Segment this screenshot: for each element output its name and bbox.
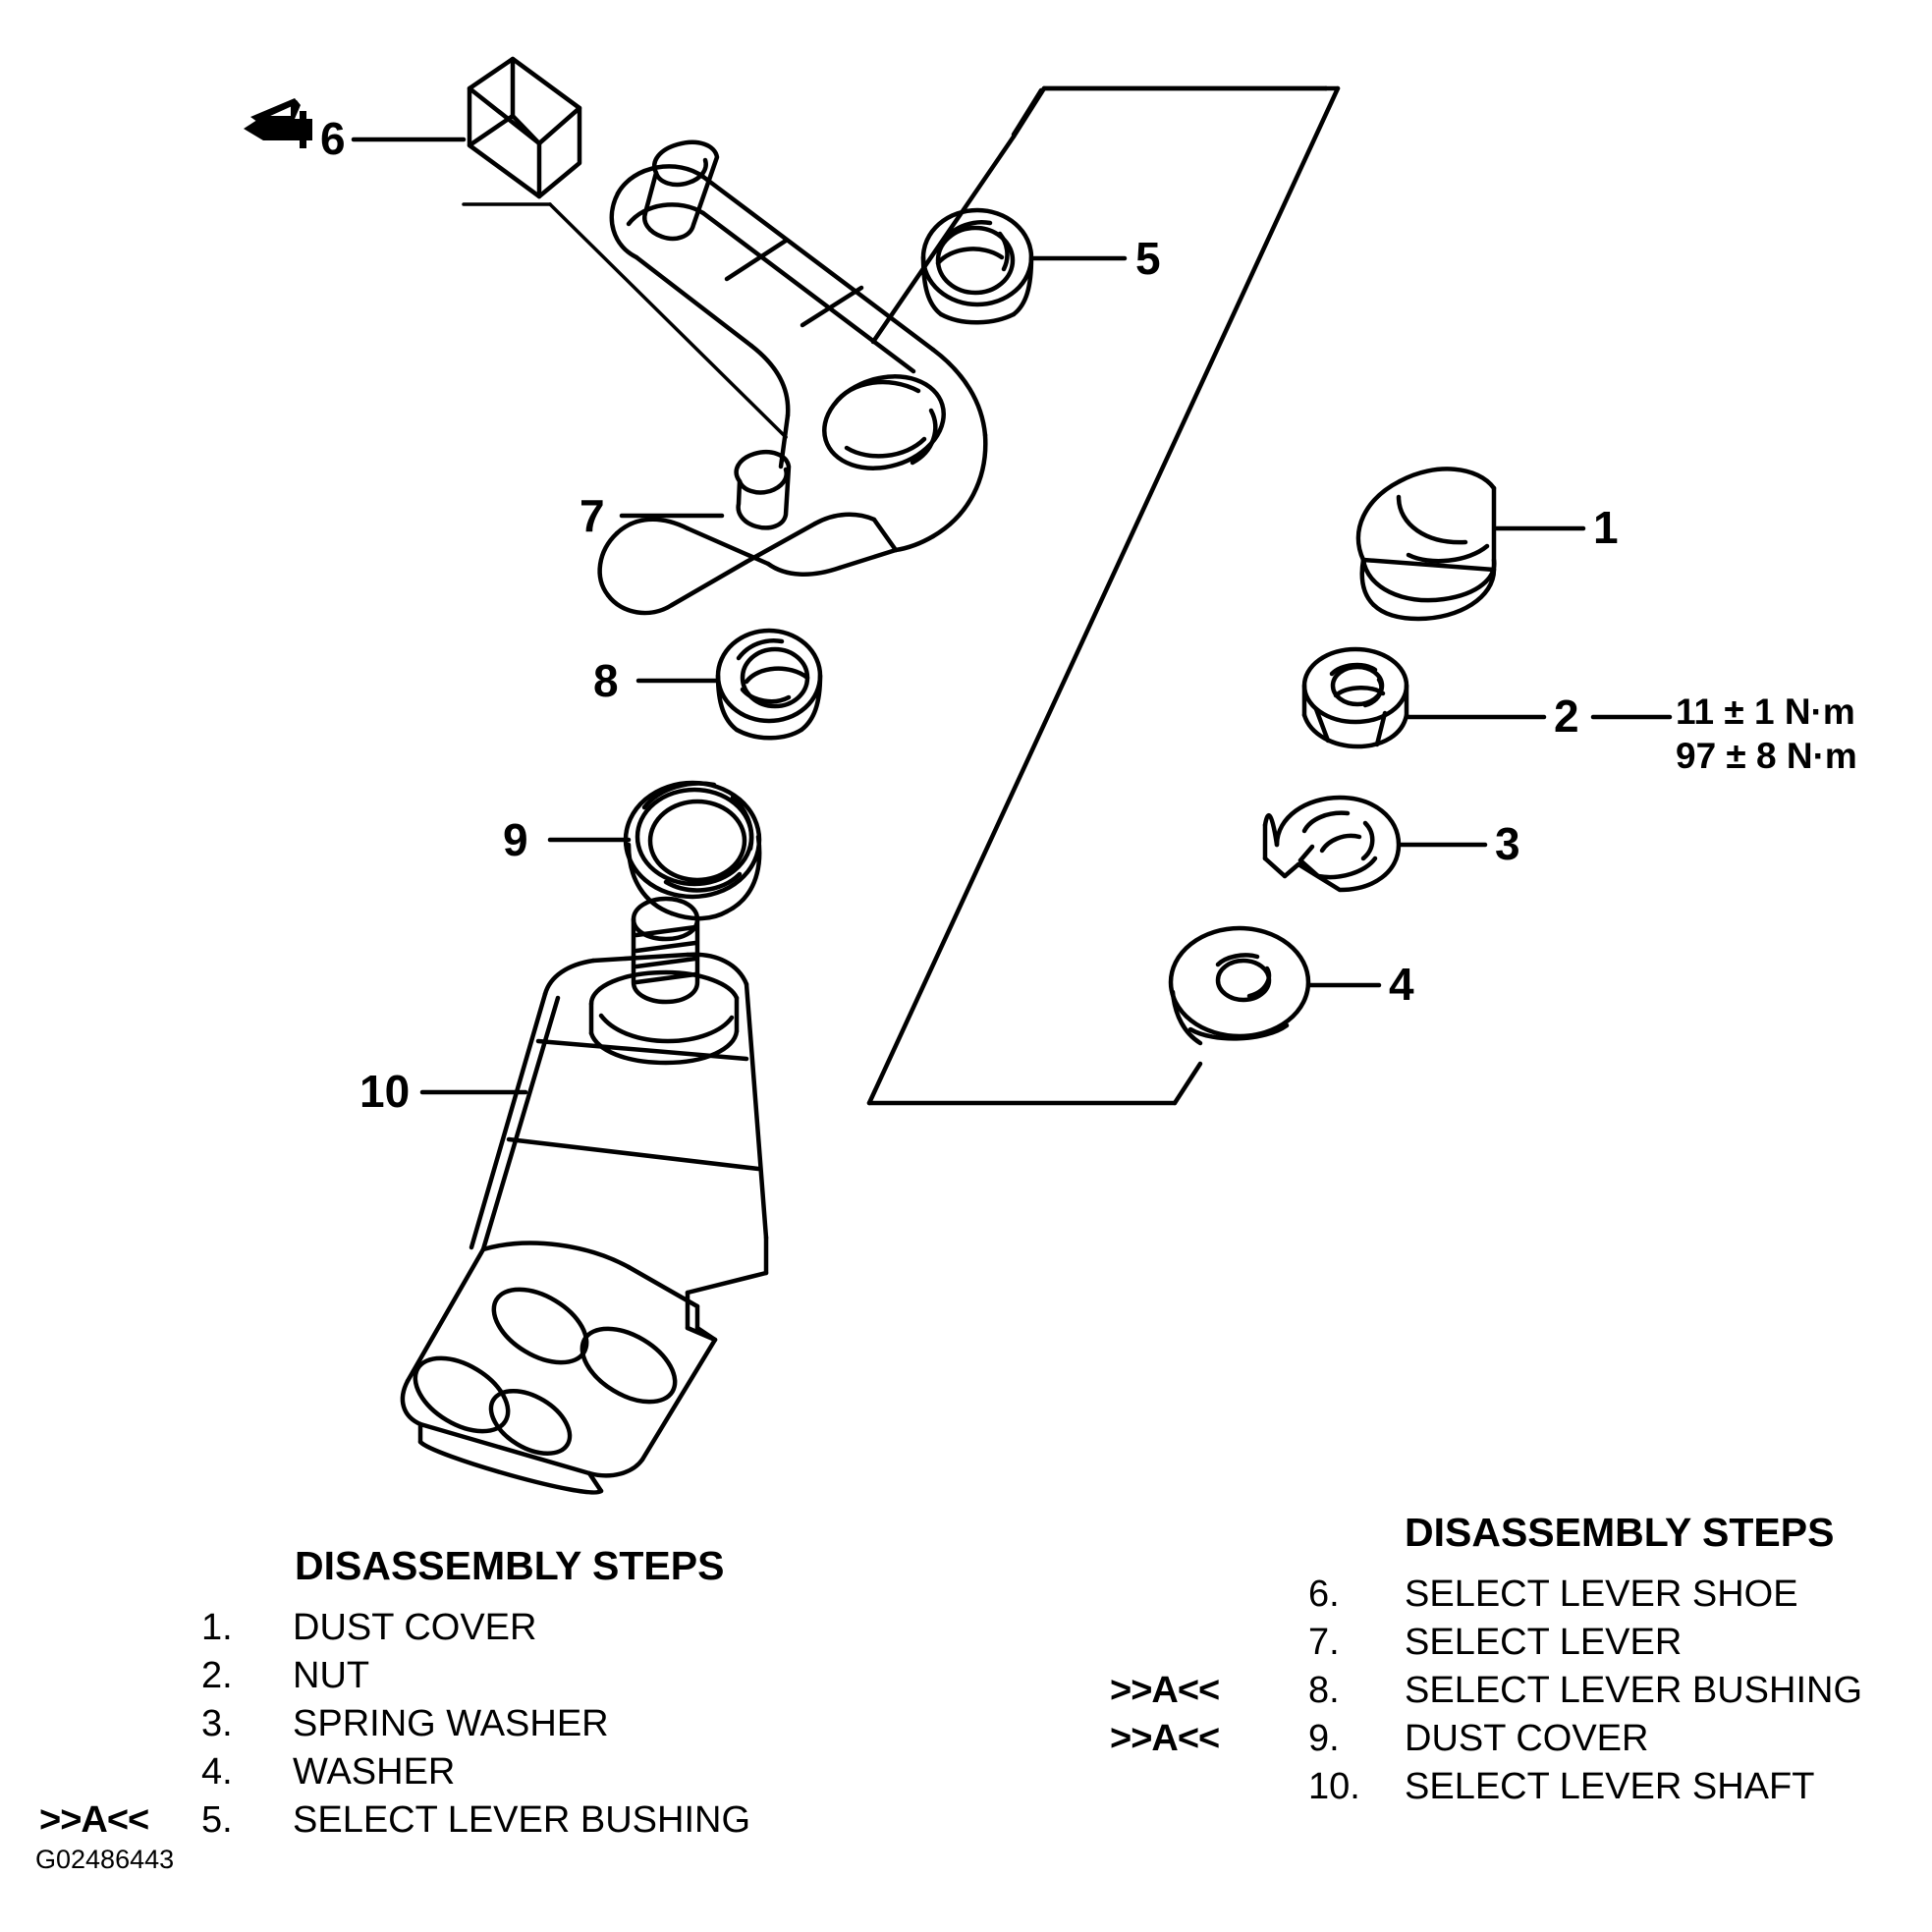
callout-number-10: 10 bbox=[359, 1066, 411, 1117]
step-row-9: >>A<< 9. DUST COVER bbox=[1080, 1717, 1932, 1765]
callout-number-2: 2 bbox=[1554, 690, 1579, 742]
step-label-10: SELECT LEVER SHAFT bbox=[1405, 1766, 1815, 1807]
step-row-7: 7. SELECT LEVER bbox=[1080, 1621, 1932, 1669]
step-row-1: 1. DUST COVER bbox=[0, 1606, 884, 1654]
step-number-6: 6. bbox=[1308, 1573, 1340, 1615]
step-row-4: 4. WASHER bbox=[0, 1750, 884, 1798]
part-9-dust-cover bbox=[623, 780, 762, 921]
step-label-7: SELECT LEVER bbox=[1405, 1622, 1683, 1663]
callout-number-8: 8 bbox=[593, 655, 619, 706]
spring-clip-icon bbox=[244, 98, 312, 148]
step-label-6: SELECT LEVER SHOE bbox=[1405, 1573, 1798, 1615]
step-number-2: 2. bbox=[201, 1655, 233, 1696]
step-marker-9: >>A<< bbox=[1110, 1718, 1220, 1759]
steps-right-title: DISASSEMBLY STEPS bbox=[1405, 1510, 1835, 1555]
step-label-8: SELECT LEVER BUSHING bbox=[1405, 1670, 1863, 1711]
step-number-5: 5. bbox=[201, 1799, 233, 1841]
step-row-2: 2. NUT bbox=[0, 1654, 884, 1702]
step-number-4: 4. bbox=[201, 1751, 233, 1793]
callout-number-6: 6 bbox=[320, 113, 346, 164]
part-7-select-lever bbox=[597, 139, 988, 616]
step-label-5: SELECT LEVER BUSHING bbox=[293, 1799, 751, 1841]
callout-number-5: 5 bbox=[1135, 233, 1161, 284]
step-marker-5: >>A<< bbox=[39, 1799, 149, 1841]
torque-spec: 11 ± 1 N·m 97 ± 8 N·m bbox=[1676, 690, 1857, 778]
z-reference-outline bbox=[866, 85, 1341, 1106]
step-label-2: NUT bbox=[293, 1655, 370, 1696]
step-row-6: 6. SELECT LEVER SHOE bbox=[1080, 1573, 1932, 1621]
step-number-9: 9. bbox=[1308, 1718, 1340, 1759]
step-row-3: 3. SPRING WASHER bbox=[0, 1702, 884, 1750]
callout-number-7: 7 bbox=[580, 490, 605, 541]
part-6-select-lever-shoe bbox=[467, 56, 582, 199]
callout-number-4: 4 bbox=[1389, 959, 1414, 1010]
part-5-select-lever-bushing bbox=[920, 207, 1034, 325]
part-4-washer bbox=[1168, 925, 1311, 1046]
part-3-spring-washer bbox=[1262, 795, 1402, 893]
figure-code: G02486443 bbox=[35, 1845, 175, 1874]
step-row-5: >>A<< 5. SELECT LEVER BUSHING bbox=[0, 1798, 884, 1847]
callout-number-1: 1 bbox=[1593, 502, 1619, 553]
torque-spec-line-1: 11 ± 1 N·m bbox=[1676, 691, 1855, 732]
callout-number-9: 9 bbox=[503, 814, 528, 865]
step-number-10: 10. bbox=[1308, 1766, 1360, 1807]
step-number-7: 7. bbox=[1308, 1622, 1340, 1663]
step-number-8: 8. bbox=[1308, 1670, 1340, 1711]
part-10-select-lever-shaft bbox=[400, 896, 769, 1495]
step-label-3: SPRING WASHER bbox=[293, 1703, 609, 1744]
step-row-10: 10. SELECT LEVER SHAFT bbox=[1080, 1765, 1932, 1813]
step-label-4: WASHER bbox=[293, 1751, 456, 1793]
part-1-dust-cover bbox=[1355, 467, 1497, 622]
steps-left-title: DISASSEMBLY STEPS bbox=[295, 1543, 725, 1588]
part-8-select-lever-bushing bbox=[715, 628, 823, 741]
disassembly-steps-left: DISASSEMBLY STEPS 1. DUST COVER 2. NUT 3… bbox=[0, 1546, 884, 1847]
callout-number-3: 3 bbox=[1495, 818, 1520, 869]
step-number-1: 1. bbox=[201, 1607, 233, 1648]
step-label-9: DUST COVER bbox=[1405, 1718, 1649, 1759]
torque-spec-line-2: 97 ± 8 N·m bbox=[1676, 736, 1857, 776]
part-2-nut bbox=[1301, 646, 1409, 749]
disassembly-steps-right: DISASSEMBLY STEPS 6. SELECT LEVER SHOE 7… bbox=[1080, 1513, 1932, 1813]
step-number-3: 3. bbox=[201, 1703, 233, 1744]
step-row-8: >>A<< 8. SELECT LEVER BUSHING bbox=[1080, 1669, 1932, 1717]
step-marker-8: >>A<< bbox=[1110, 1670, 1220, 1711]
step-label-1: DUST COVER bbox=[293, 1607, 537, 1648]
